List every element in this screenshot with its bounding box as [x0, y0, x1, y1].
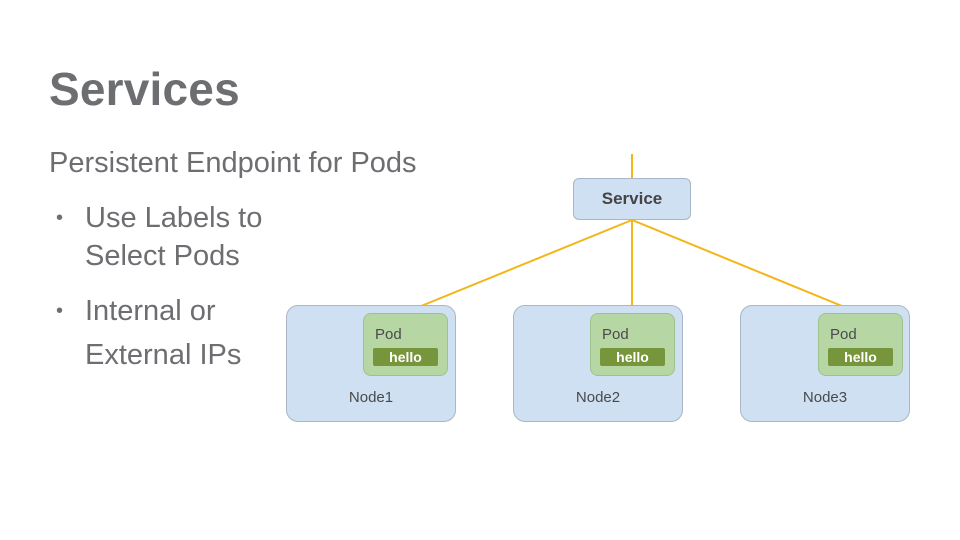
- service-box: Service: [573, 178, 691, 220]
- pod-box: Pod hello: [818, 313, 903, 376]
- pod-label: Pod: [830, 326, 857, 343]
- bullet-item: Use Labels to Select Pods: [54, 199, 294, 275]
- service-to-node3-line: [631, 219, 860, 314]
- node-label: Node3: [802, 389, 848, 406]
- node-label: Node1: [348, 389, 394, 406]
- bullet-list: Use Labels to Select Pods Internal or Ex…: [54, 199, 294, 391]
- node-box-3: Pod hello Node3: [740, 305, 910, 422]
- slide-title: Services: [49, 63, 240, 115]
- node-label: Node2: [575, 389, 621, 406]
- pod-label-tag: hello: [373, 348, 438, 366]
- pod-label-tag: hello: [600, 348, 665, 366]
- service-to-node1-line: [403, 219, 633, 314]
- bullet-item: Internal or External IPs: [54, 289, 294, 377]
- pod-box: Pod hello: [363, 313, 448, 376]
- node-box-2: Pod hello Node2: [513, 305, 683, 422]
- slide-subtitle: Persistent Endpoint for Pods: [49, 147, 417, 179]
- pod-label-tag: hello: [828, 348, 893, 366]
- pod-label: Pod: [602, 326, 629, 343]
- pod-label: Pod: [375, 326, 402, 343]
- node-box-1: Pod hello Node1: [286, 305, 456, 422]
- pod-box: Pod hello: [590, 313, 675, 376]
